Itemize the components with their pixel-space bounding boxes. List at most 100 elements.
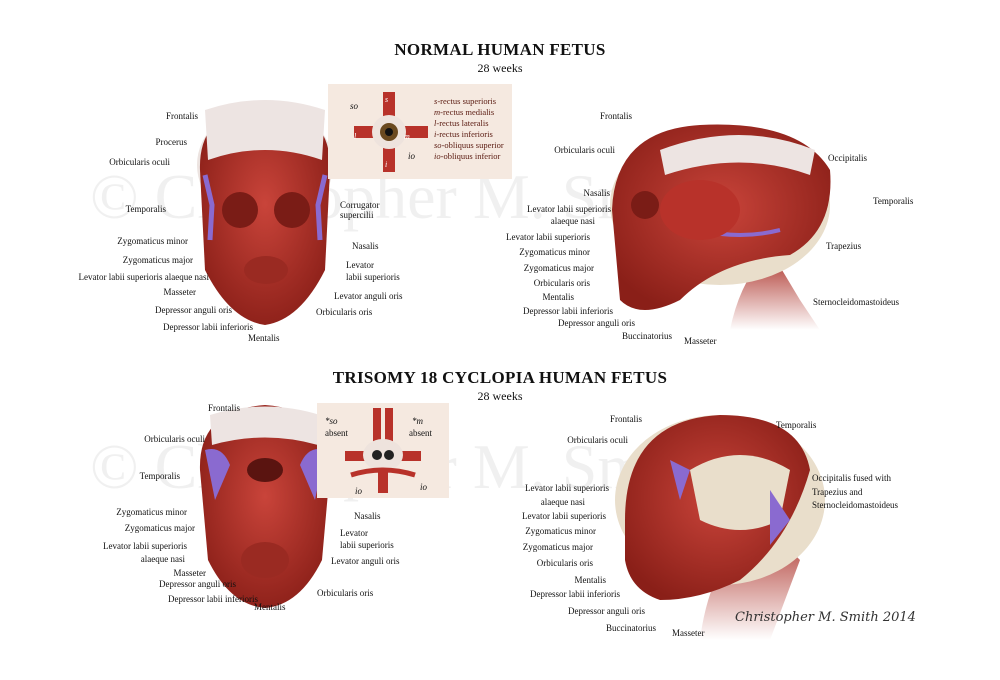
- legend-abbr: so: [434, 140, 442, 150]
- muscle-label: Mentalis: [248, 333, 280, 343]
- muscle-label: Orbicularis oris: [533, 278, 590, 288]
- legend-entry: l-rectus lateralis: [434, 118, 504, 129]
- trisomy-title: TRISOMY 18 CYCLOPIA HUMAN FETUS: [332, 368, 668, 387]
- muscle-label: Levator: [346, 260, 374, 270]
- legend-text: -obliquus superior: [441, 140, 504, 150]
- muscle-label: Depressor anguli oris: [159, 579, 236, 589]
- muscle-label: Zygomaticus minor: [117, 236, 188, 246]
- normal-side-head: [610, 124, 831, 330]
- rectus-l-label: l: [354, 132, 357, 141]
- muscle-label: Corrugator: [340, 200, 380, 210]
- io-label-left: io: [355, 486, 363, 496]
- muscle-label: Temporalis: [139, 471, 180, 481]
- muscle-label: Mentalis: [254, 602, 286, 612]
- muscle-label: Depressor anguli oris: [568, 606, 645, 616]
- legend-entry: so-obliquus superior: [434, 140, 504, 151]
- muscle-label: supercilii: [340, 210, 374, 220]
- rectus-m-label: m: [404, 132, 410, 141]
- legend-abbr: i: [434, 129, 437, 139]
- trisomy-eye-diagram: [345, 408, 421, 493]
- muscle-label: labii superioris: [346, 272, 400, 282]
- muscle-label: Levator labii superioris: [103, 541, 187, 551]
- trisomy-eye-muscle-inset: *so absent *m absent io io: [317, 403, 449, 498]
- normal-front-head: [197, 100, 333, 325]
- normal-age: 28 weeks: [477, 61, 523, 75]
- muscle-label: Mentalis: [542, 292, 575, 302]
- so-label: so: [350, 101, 359, 111]
- legend-text: -rectus lateralis: [436, 118, 489, 128]
- muscle-label: Buccinatorius: [622, 331, 672, 341]
- normal-title: NORMAL HUMAN FETUS: [394, 40, 606, 59]
- muscle-label: Levator labii superioris: [506, 232, 590, 242]
- muscle-label: Depressor anguli oris: [558, 318, 635, 328]
- legend-text: -obliquus inferior: [440, 151, 501, 161]
- muscle-label: Orbicularis oris: [316, 307, 373, 317]
- legend-abbr: s: [434, 96, 438, 106]
- muscle-label: Sternocleidomastoideus: [812, 500, 898, 510]
- muscle-label: Temporalis: [125, 204, 166, 214]
- muscle-label: Zygomaticus minor: [116, 507, 187, 517]
- muscle-label: Trapezius and: [812, 487, 863, 497]
- muscle-label: alaeque nasi: [550, 216, 595, 226]
- muscle-label: Depressor labii inferioris: [523, 306, 613, 316]
- muscle-label: Orbicularis oculi: [144, 434, 205, 444]
- muscle-label: Zygomaticus major: [122, 255, 193, 265]
- muscle-label: Zygomaticus minor: [525, 526, 596, 536]
- muscle-label: Zygomaticus minor: [519, 247, 590, 257]
- muscle-label: alaeque nasi: [140, 554, 185, 564]
- io-label-right: io: [420, 482, 428, 492]
- muscle-label: Mentalis: [574, 575, 607, 585]
- muscle-label: labii superioris: [340, 540, 394, 550]
- legend-text: -rectus inferioris: [436, 129, 493, 139]
- muscle-label: Orbicularis oris: [317, 588, 374, 598]
- legend-entry: m-rectus medialis: [434, 107, 504, 118]
- muscle-label: Buccinatorius: [606, 623, 656, 633]
- muscle-label: Occipitalis fused with: [812, 473, 891, 483]
- muscle-label: Orbicularis oculi: [554, 145, 615, 155]
- io-label: io: [408, 151, 416, 161]
- m-absent-mark: *m: [412, 416, 423, 426]
- artist-signature: Christopher M. Smith 2014: [735, 610, 916, 625]
- muscle-label: Masseter: [672, 628, 705, 638]
- muscle-label: Levator: [340, 528, 368, 538]
- muscle-label: Nasalis: [354, 511, 381, 521]
- muscle-label: Depressor labii inferioris: [163, 322, 253, 332]
- muscle-label: Orbicularis oculi: [109, 157, 170, 167]
- muscle-label: Masseter: [173, 568, 207, 578]
- legend-text: -rectus superioris: [437, 96, 497, 106]
- muscle-label: Masseter: [163, 287, 197, 297]
- muscle-label: Procerus: [155, 137, 188, 147]
- muscle-label: Frontalis: [208, 403, 241, 413]
- muscle-label: Frontalis: [599, 111, 632, 121]
- muscle-label: Zygomaticus major: [523, 263, 594, 273]
- muscle-label: Depressor anguli oris: [155, 305, 232, 315]
- muscle-label: Sternocleidomastoideus: [813, 297, 899, 307]
- muscle-label: Frontalis: [165, 111, 198, 121]
- muscle-label: Frontalis: [609, 414, 642, 424]
- normal-eye-diagram: [354, 92, 428, 172]
- muscle-label: Nasalis: [352, 241, 379, 251]
- muscle-label: Levator labii superioris: [527, 204, 611, 214]
- muscle-label: Levator labii superioris alaeque nasi: [78, 272, 209, 282]
- legend-entry: i-rectus inferioris: [434, 129, 504, 140]
- trisomy-side-head: [615, 415, 825, 640]
- legend-abbr: l: [434, 118, 437, 128]
- legend-abbr: io: [434, 151, 441, 161]
- muscle-label: Levator anguli oris: [331, 556, 400, 566]
- trisomy-front-head: [199, 405, 331, 608]
- muscle-label: Levator labii superioris: [522, 511, 606, 521]
- muscle-label: Orbicularis oris: [536, 558, 593, 568]
- muscle-label: Trapezius: [826, 241, 862, 251]
- legend-abbr: m: [434, 107, 441, 117]
- muscle-label: Temporalis: [873, 196, 914, 206]
- rectus-s-label: s: [385, 95, 389, 104]
- muscle-label: Occipitalis: [828, 153, 867, 163]
- trisomy-age: 28 weeks: [477, 389, 523, 403]
- muscle-label: alaeque nasi: [540, 497, 585, 507]
- legend-text: -rectus medialis: [440, 107, 495, 117]
- muscle-label: Nasalis: [583, 188, 611, 198]
- muscle-label: Depressor labii inferioris: [168, 594, 258, 604]
